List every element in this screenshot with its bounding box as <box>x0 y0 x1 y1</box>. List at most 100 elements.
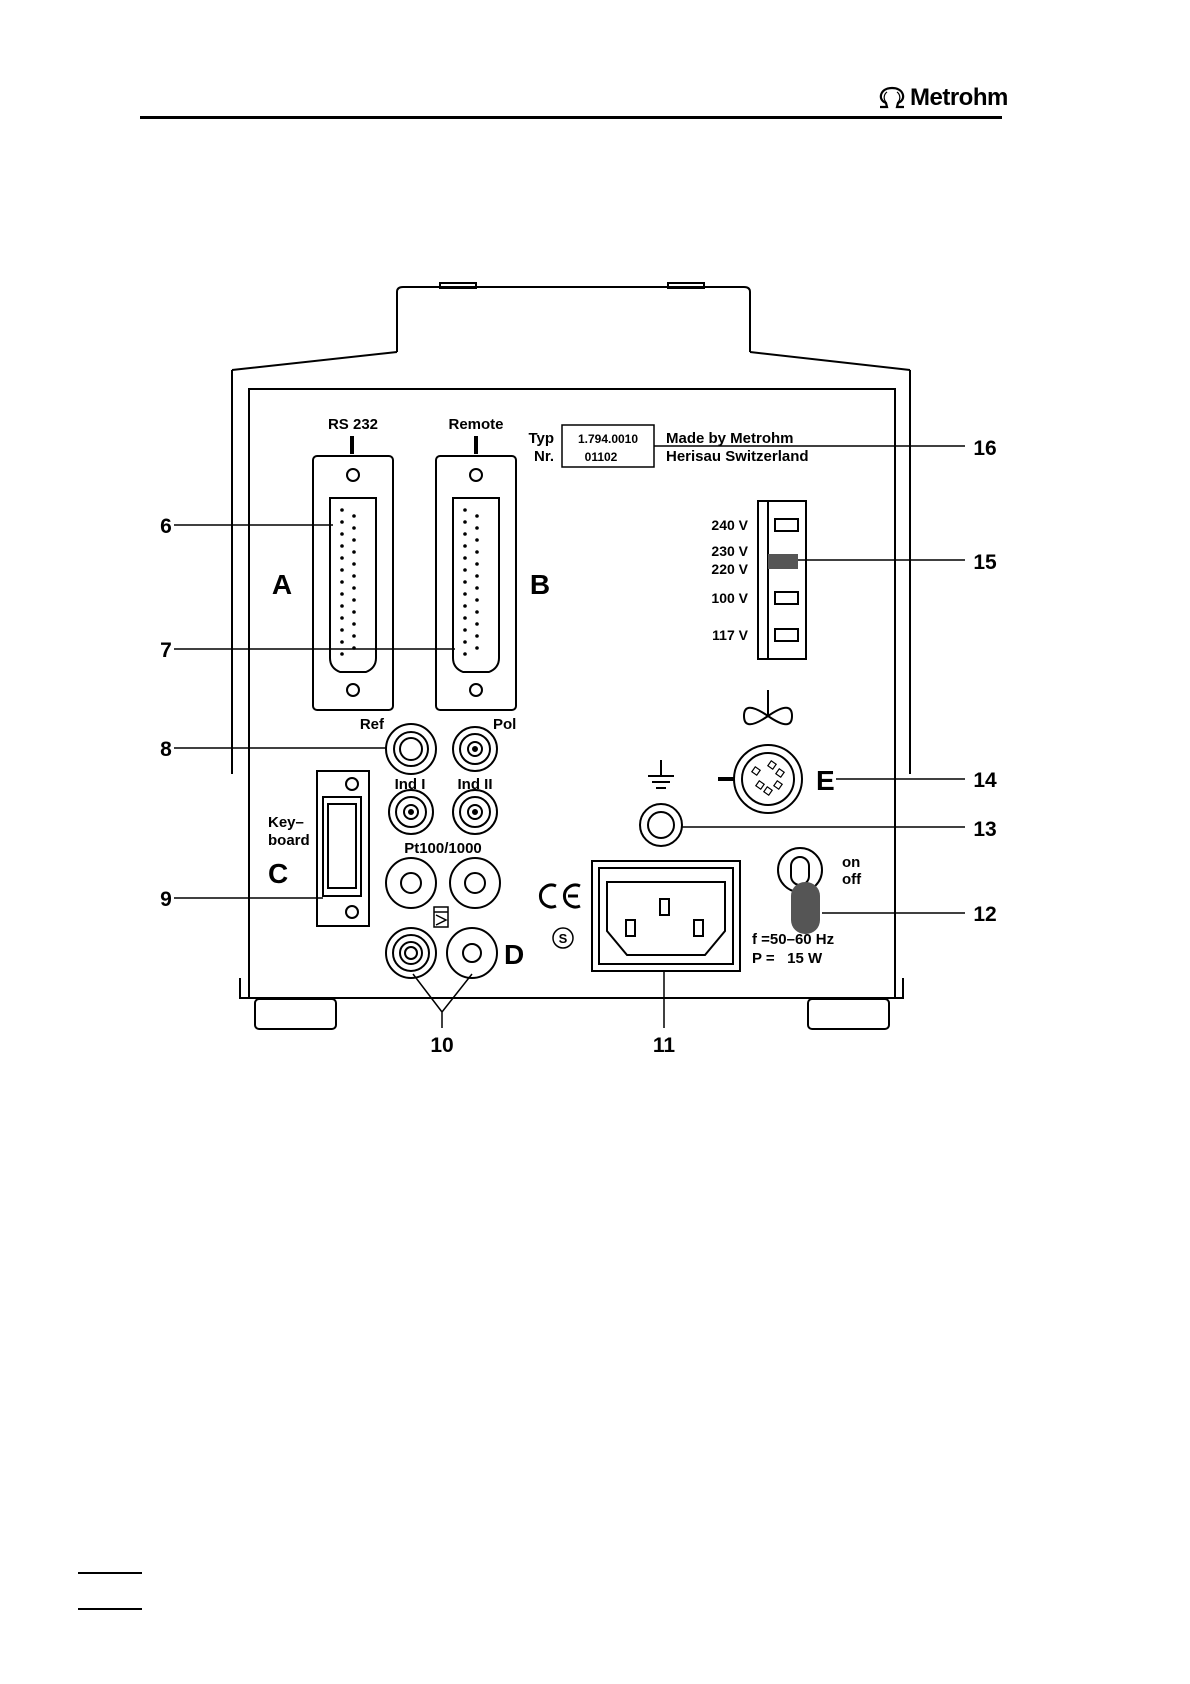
callout-14: 14 <box>973 769 997 792</box>
remote-label: Remote <box>448 416 503 433</box>
connector-pin <box>340 556 344 560</box>
callout-8: 8 <box>160 738 172 761</box>
connector-pin <box>352 634 356 638</box>
pt100-label: Pt100/1000 <box>404 840 482 857</box>
ground-terminal[interactable] <box>640 804 682 846</box>
keyboard-connector[interactable] <box>317 771 369 926</box>
keyboard-label-1: Key– <box>268 814 304 831</box>
connector-pin <box>463 652 467 656</box>
pt100-socket-1[interactable] <box>386 858 436 908</box>
connector-pin <box>475 538 479 542</box>
connector-pin <box>352 538 356 542</box>
connector-pin <box>463 532 467 536</box>
footer-rule-2 <box>78 1608 142 1610</box>
voltage-240: 240 V <box>711 517 748 533</box>
din-pin <box>776 769 784 777</box>
connector-pin <box>352 574 356 578</box>
stirrer-connector-pins <box>752 761 784 795</box>
maker-line-2: Herisau Switzerland <box>666 448 809 465</box>
connector-pin <box>340 508 344 512</box>
on-label: on <box>842 854 860 871</box>
stirrer-icon <box>744 690 792 724</box>
connector-pin <box>352 526 356 530</box>
rs232-connector[interactable] <box>313 436 393 710</box>
connector-pin <box>352 598 356 602</box>
connector-pin <box>463 580 467 584</box>
nr-label: Nr. <box>534 448 554 465</box>
connector-pin <box>475 610 479 614</box>
voltage-230: 230 V <box>711 543 748 559</box>
connector-pin <box>340 580 344 584</box>
callout-leaders <box>174 446 965 1028</box>
voltage-220: 220 V <box>711 561 748 577</box>
housing-tab-left <box>440 283 476 288</box>
footer-rule-1 <box>78 1572 142 1574</box>
ind1-label: Ind I <box>395 776 426 793</box>
connector-pin <box>475 622 479 626</box>
off-label: off <box>842 871 862 888</box>
connector-pin <box>463 568 467 572</box>
voltage-selector-slider[interactable] <box>768 554 798 569</box>
stirrer-connector[interactable] <box>718 745 802 813</box>
pol-label: Pol <box>493 716 516 733</box>
socket-c-label: C <box>268 858 288 889</box>
connector-pin <box>463 544 467 548</box>
ground-icon <box>648 760 674 788</box>
maker-line-1: Made by Metrohm <box>666 430 794 447</box>
connector-pin <box>352 622 356 626</box>
connector-pin <box>340 568 344 572</box>
connector-pin <box>340 532 344 536</box>
connector-pin <box>475 514 479 518</box>
callout-16: 16 <box>973 437 996 460</box>
din-pin <box>774 781 782 789</box>
power-rating-label: P = 15 W <box>752 950 823 967</box>
connector-pin <box>463 640 467 644</box>
remote-connector[interactable] <box>436 436 516 710</box>
frequency-label: f =50–60 Hz <box>752 931 834 948</box>
housing-shoulders <box>232 352 910 370</box>
foot-left <box>255 999 336 1029</box>
power-switch-toggle[interactable] <box>791 882 820 934</box>
pol-socket[interactable] <box>453 727 497 771</box>
connector-pin <box>475 646 479 650</box>
connector-pin <box>340 604 344 608</box>
din-pin <box>756 781 764 789</box>
typ-value: 1.794.0010 <box>578 432 638 446</box>
connector-pin <box>463 628 467 632</box>
electrode-socket-d1[interactable] <box>386 928 436 978</box>
ref-socket[interactable] <box>386 724 436 774</box>
connector-pin <box>463 616 467 620</box>
connector-pin <box>352 586 356 590</box>
connector-pin <box>463 592 467 596</box>
nr-value: 01102 <box>585 450 618 464</box>
connector-pin <box>463 520 467 524</box>
connector-pin <box>475 598 479 602</box>
callout-12: 12 <box>973 903 996 926</box>
connector-pin <box>475 550 479 554</box>
socket-b-label: B <box>530 569 550 600</box>
din-pin <box>764 787 772 795</box>
callout-9: 9 <box>160 888 172 911</box>
temperature-sensor-icon <box>434 907 448 927</box>
power-inlet[interactable] <box>592 861 740 971</box>
electrode-socket-d2[interactable] <box>447 928 497 978</box>
voltage-selector[interactable] <box>758 501 806 659</box>
connector-pin <box>340 544 344 548</box>
ind2-label: Ind II <box>458 776 493 793</box>
din-pin <box>752 767 760 775</box>
connector-pin <box>475 562 479 566</box>
voltage-117: 117 V <box>712 627 748 643</box>
callout-13: 13 <box>973 818 996 841</box>
connector-pin <box>463 556 467 560</box>
connector-pin <box>340 640 344 644</box>
remote-pins <box>463 508 479 656</box>
callout-11: 11 <box>653 1034 676 1057</box>
ind1-socket[interactable] <box>389 790 433 834</box>
connector-pin <box>463 508 467 512</box>
housing-top <box>397 287 750 352</box>
pt100-socket-2[interactable] <box>450 858 500 908</box>
connector-pin <box>463 604 467 608</box>
ind2-socket[interactable] <box>453 790 497 834</box>
